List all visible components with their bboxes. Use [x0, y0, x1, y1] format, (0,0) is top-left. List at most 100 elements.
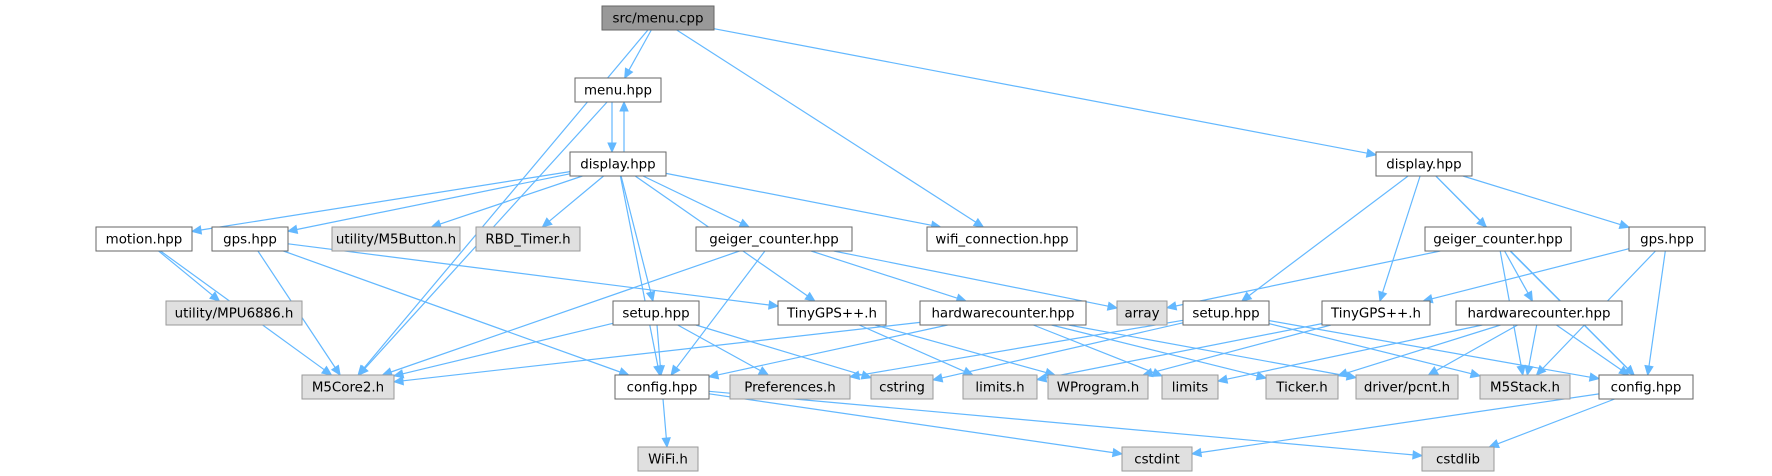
- edge-setup-b-to-cstring: [931, 322, 1184, 383]
- edge-arrowhead: [286, 224, 299, 235]
- node-setup-a[interactable]: setup.hpp: [612, 300, 700, 326]
- node-gps-b[interactable]: gps.hpp: [1628, 226, 1706, 252]
- node-rbd[interactable]: RBD_Timer.h: [475, 226, 581, 252]
- edge-setup-b-to-prefs: [848, 319, 1184, 380]
- node-label: setup.hpp: [1192, 307, 1259, 322]
- edge-arrowhead: [1469, 368, 1482, 379]
- edge-arrowhead: [624, 67, 634, 80]
- edge-hwc-b-to-m5stack: [1524, 324, 1538, 377]
- edge-line: [662, 398, 667, 439]
- node-box: [1424, 226, 1572, 252]
- node-label: Preferences.h: [744, 381, 836, 396]
- node-array[interactable]: array: [1116, 300, 1168, 326]
- node-geiger-b[interactable]: geiger_counter.hpp: [1424, 226, 1572, 252]
- node-box: [870, 374, 934, 400]
- edge-line: [402, 322, 614, 375]
- edge-geiger-b-to-hwc-b: [1504, 250, 1534, 303]
- edge-line: [283, 250, 621, 373]
- edge-line: [1504, 250, 1529, 294]
- node-wifi-h[interactable]: WiFi.h: [637, 446, 699, 472]
- edge-display-a-to-geiger-a: [642, 175, 751, 228]
- node-label: TinyGPS++.h: [786, 307, 877, 322]
- edge-hwc-b-to-limits: [1216, 324, 1483, 384]
- node-hwc-b[interactable]: hardwarecounter.hpp: [1455, 300, 1623, 326]
- edge-line: [858, 324, 965, 372]
- node-cstdint[interactable]: cstdint: [1121, 446, 1193, 472]
- edge-hwc-b-to-ticker: [1336, 324, 1501, 378]
- edge-config-a-to-cstdint: [708, 393, 1124, 458]
- node-pcnt[interactable]: driver/pcnt.h: [1355, 374, 1459, 400]
- node-setup-b[interactable]: setup.hpp: [1182, 300, 1270, 326]
- edge-display-a-to-m5button: [430, 175, 583, 229]
- node-menu-cpp[interactable]: src/menu.cpp: [601, 5, 715, 31]
- node-cstring[interactable]: cstring: [870, 374, 934, 400]
- node-box: [614, 374, 710, 400]
- edge-display-a-to-motion: [190, 171, 571, 235]
- edge-config-b-to-cstdlib: [1488, 398, 1615, 449]
- node-m5stack[interactable]: M5Stack.h: [1479, 374, 1571, 400]
- nodes-layer: src/menu.cpp menu.hpp display.hpp display.h…: [95, 5, 1706, 472]
- edge-tinygps-b-to-wprogram: [1141, 324, 1332, 378]
- node-label: RBD_Timer.h: [485, 233, 570, 248]
- node-box: [1421, 446, 1495, 472]
- node-box: [1321, 300, 1431, 326]
- node-label: WProgram.h: [1057, 381, 1139, 396]
- node-config-b[interactable]: config.hpp: [1598, 374, 1694, 400]
- node-box: [637, 446, 699, 472]
- edge-setup-a-to-config-a: [655, 324, 666, 377]
- node-display-a[interactable]: display.hpp: [569, 151, 667, 177]
- node-label: hardwarecounter.hpp: [1467, 307, 1610, 322]
- node-box: [612, 300, 700, 326]
- node-box: [777, 300, 887, 326]
- node-wprogram[interactable]: WProgram.h: [1047, 374, 1149, 400]
- node-box: [574, 77, 662, 103]
- edge-display-b-to-setup-b: [1240, 175, 1409, 302]
- node-wifi-conn[interactable]: wifi_connection.hpp: [926, 226, 1078, 252]
- node-prefs[interactable]: Preferences.h: [729, 374, 851, 400]
- node-mpu[interactable]: utility/MPU6886.h: [165, 300, 303, 326]
- node-limits[interactable]: limits: [1161, 374, 1219, 400]
- edge-line: [642, 175, 742, 224]
- node-box: [601, 5, 715, 31]
- edge-arrowhead: [661, 437, 671, 449]
- node-motion[interactable]: motion.hpp: [95, 226, 193, 252]
- node-ticker[interactable]: Ticker.h: [1265, 374, 1339, 400]
- node-box: [1628, 226, 1706, 252]
- edge-line: [287, 243, 770, 306]
- node-hwc-a[interactable]: hardwarecounter.hpp: [919, 300, 1087, 326]
- node-geiger-a[interactable]: geiger_counter.hpp: [695, 226, 853, 252]
- node-label: geiger_counter.hpp: [1433, 233, 1562, 248]
- edge-gps-b-to-config-b: [1644, 250, 1666, 377]
- edge-line: [695, 324, 863, 376]
- node-m5core2[interactable]: M5Core2.h: [301, 374, 395, 400]
- edge-line: [717, 324, 948, 376]
- node-label: driver/pcnt.h: [1364, 381, 1450, 396]
- node-label: geiger_counter.hpp: [709, 233, 838, 248]
- node-tinygps-a[interactable]: TinyGPS++.h: [777, 300, 887, 326]
- node-box: [95, 226, 193, 252]
- edge-geiger-a-to-array: [833, 250, 1119, 311]
- node-label: config.hpp: [627, 381, 698, 396]
- edge-line: [713, 28, 1368, 154]
- node-limits-h[interactable]: limits.h: [962, 374, 1038, 400]
- node-box: [475, 226, 581, 252]
- edge-arrowhead: [1336, 368, 1349, 378]
- node-cstdlib[interactable]: cstdlib: [1421, 446, 1495, 472]
- edge-arrowhead: [1524, 364, 1534, 377]
- node-tinygps-b[interactable]: TinyGPS++.h: [1321, 300, 1431, 326]
- node-display-b[interactable]: display.hpp: [1375, 151, 1473, 177]
- node-box: [331, 226, 461, 252]
- node-m5button[interactable]: utility/M5Button.h: [331, 226, 461, 252]
- node-gps-a[interactable]: gps.hpp: [211, 226, 289, 252]
- edge-menu-cpp-to-wifi-conn: [676, 29, 985, 228]
- edge-arrowhead: [541, 217, 553, 228]
- edge-arrowhead: [804, 291, 816, 302]
- edge-line: [296, 173, 571, 231]
- node-label: config.hpp: [1611, 381, 1682, 396]
- node-config-a[interactable]: config.hpp: [614, 374, 710, 400]
- edge-arrowhead: [757, 366, 770, 376]
- node-menu-hpp[interactable]: menu.hpp: [574, 77, 662, 103]
- node-box: [729, 374, 851, 400]
- edge-arrowhead: [1165, 301, 1178, 311]
- edge-setup-a-to-cstring: [695, 324, 873, 380]
